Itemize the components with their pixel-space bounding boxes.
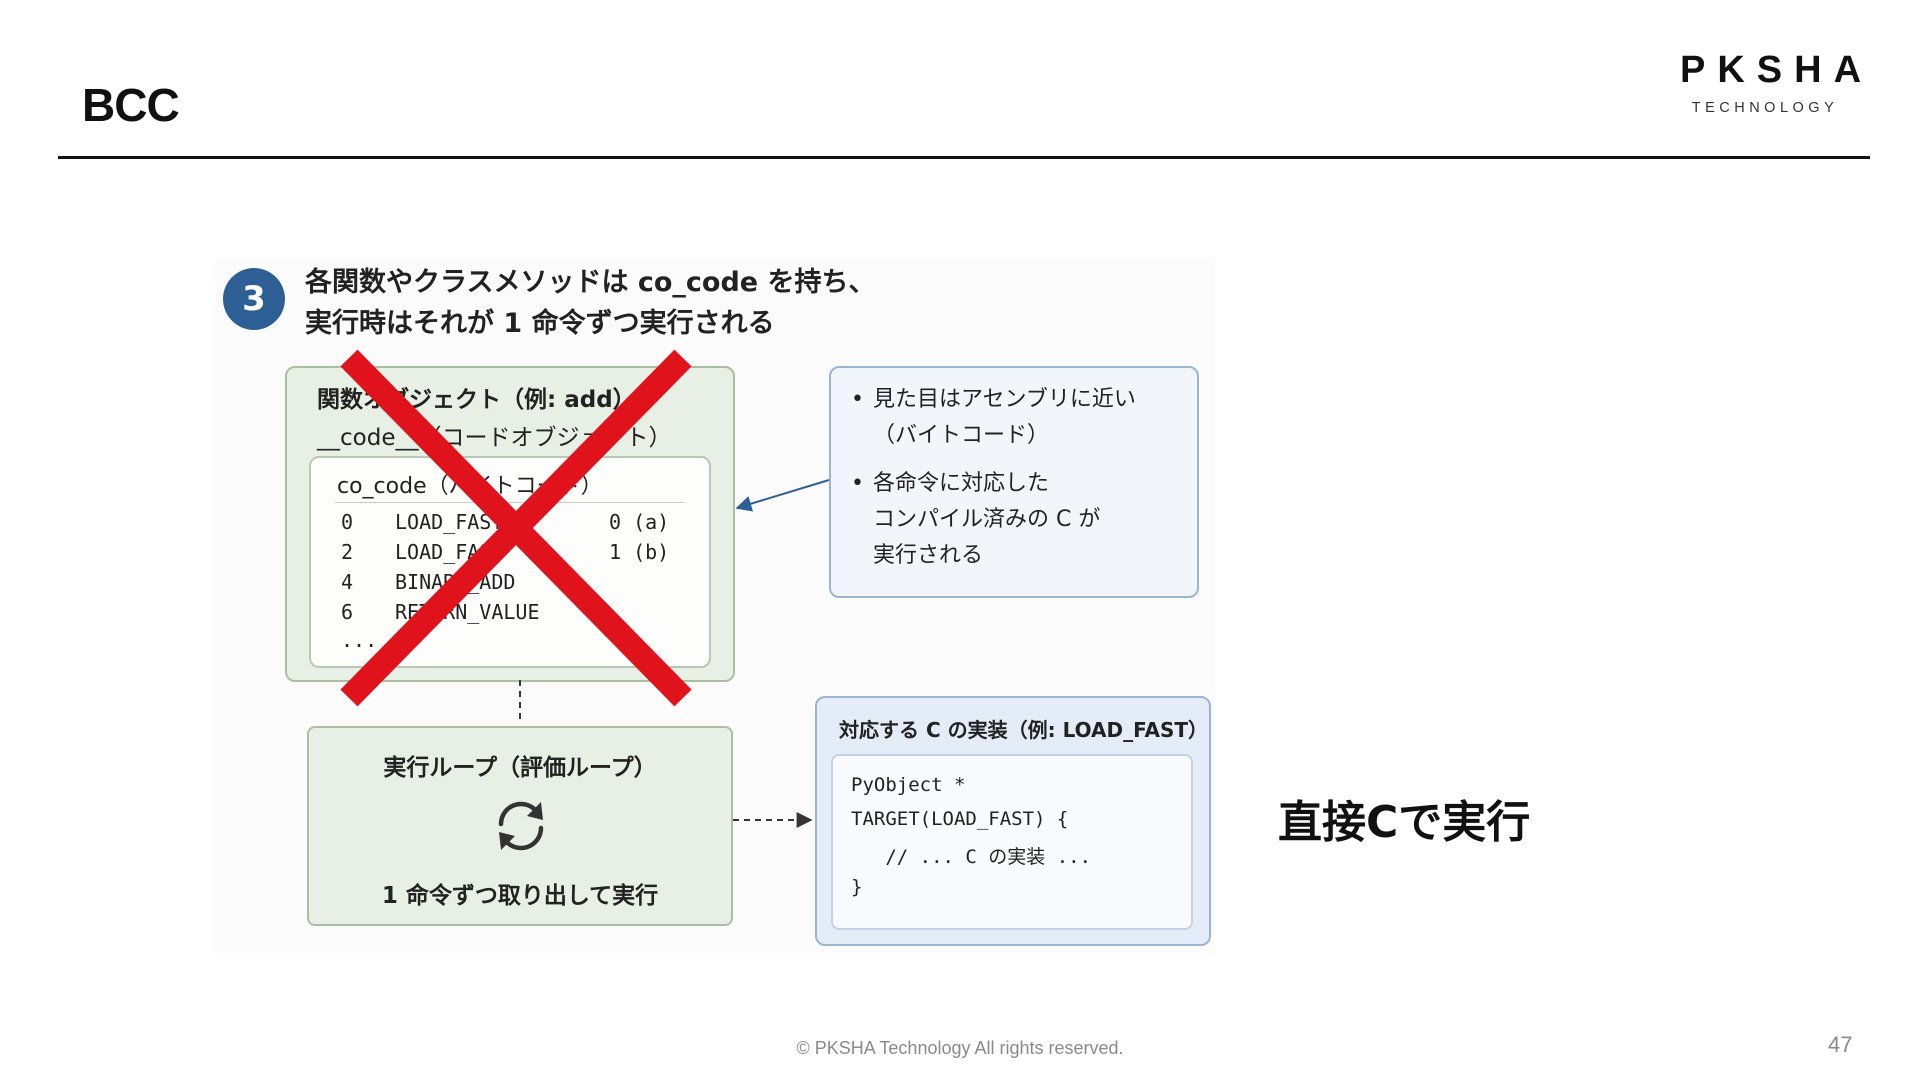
logo-subtitle: TECHNOLOGY bbox=[1691, 100, 1839, 116]
footer-copyright: © PKSHA Technology All rights reserved. bbox=[796, 1038, 1124, 1058]
heading-line-1: 各関数やクラスメソッドは co_code を持ち、 bbox=[305, 267, 876, 298]
bytecode-arg: 0 (a) bbox=[609, 510, 670, 534]
note-text: 各命令に対応した コンパイル済みの C が 実行される bbox=[873, 471, 1101, 568]
bullet-dot-icon: • bbox=[851, 387, 864, 412]
note-arrow bbox=[735, 479, 830, 512]
diagram-heading: 各関数やクラスメソッドは co_code を持ち、 実行時はそれが 1 命令ずつ… bbox=[305, 262, 876, 344]
note-callout: • 見た目はアセンブリに近い （バイトコード） • 各命令に対応した コンパイル… bbox=[829, 366, 1199, 598]
bytecode-op: LOAD_FAST bbox=[395, 510, 504, 534]
company-logo: PKSHA TECHNOLOGY bbox=[1668, 49, 1874, 116]
title-divider bbox=[58, 156, 1870, 159]
note-bullet: • 各命令に対応した コンパイル済みの C が 実行される bbox=[851, 466, 1100, 574]
bytecode-offset: ... bbox=[341, 628, 378, 652]
logo-wordmark: PKSHA bbox=[1680, 49, 1874, 91]
c-code-line: TARGET(LOAD_FAST) { bbox=[851, 808, 1069, 830]
bullet-dot-icon: • bbox=[851, 471, 864, 496]
c-implementation-title: 対応する C の実装（例: LOAD_FAST） bbox=[839, 718, 1209, 742]
bytecode-offset: 2 bbox=[341, 540, 354, 564]
bytecode-divider bbox=[335, 502, 685, 503]
bytecode-box: co_code（バイトコード） 0 LOAD_FAST 0 (a) 2 LOAD… bbox=[309, 456, 711, 668]
step-badge: 3 bbox=[223, 268, 285, 330]
eval-loop-box: 実行ループ（評価ループ） 1 命令ずつ取り出して実行 bbox=[307, 726, 733, 926]
cross-mark-stroke bbox=[340, 349, 692, 707]
c-implementation-box: 対応する C の実装（例: LOAD_FAST） PyObject * TARG… bbox=[815, 696, 1211, 946]
bytecode-offset: 4 bbox=[341, 570, 354, 594]
c-code-line: // ... C の実装 ... bbox=[851, 846, 1092, 868]
bytecode-row: ... bbox=[311, 628, 709, 658]
note-text: 見た目はアセンブリに近い （バイトコード） bbox=[873, 387, 1136, 448]
bytecode-arg: 1 (b) bbox=[609, 540, 670, 564]
direct-c-execution-label: 直接Cで実行 bbox=[1278, 797, 1531, 848]
eval-loop-caption: 1 命令ずつ取り出して実行 bbox=[381, 883, 659, 909]
bytecode-diagram: 3 各関数やクラスメソッドは co_code を持ち、 実行時はそれが 1 命令… bbox=[215, 258, 1215, 953]
note-bullet: • 見た目はアセンブリに近い （バイトコード） bbox=[851, 382, 1136, 454]
slide-title: BCC bbox=[82, 79, 180, 131]
bytecode-offset: 0 bbox=[341, 510, 354, 534]
heading-line-2: 実行時はそれが 1 命令ずつ実行される bbox=[305, 308, 775, 339]
bytecode-row: 0 LOAD_FAST 0 (a) bbox=[311, 510, 709, 540]
eval-loop-title: 実行ループ（評価ループ） bbox=[383, 755, 657, 781]
function-object-box: 関数オブジェクト（例: add） __code__（コードオブジェクト） co_… bbox=[285, 366, 735, 682]
refresh-icon bbox=[498, 801, 544, 851]
c-code-block: PyObject * TARGET(LOAD_FAST) { // ... C … bbox=[831, 754, 1193, 930]
diagram-connectors bbox=[340, 349, 830, 828]
c-code-line: } bbox=[851, 876, 863, 898]
c-code-line: PyObject * bbox=[851, 774, 966, 796]
page-number: 47 bbox=[1828, 1032, 1853, 1057]
bytecode-offset: 6 bbox=[341, 600, 354, 624]
